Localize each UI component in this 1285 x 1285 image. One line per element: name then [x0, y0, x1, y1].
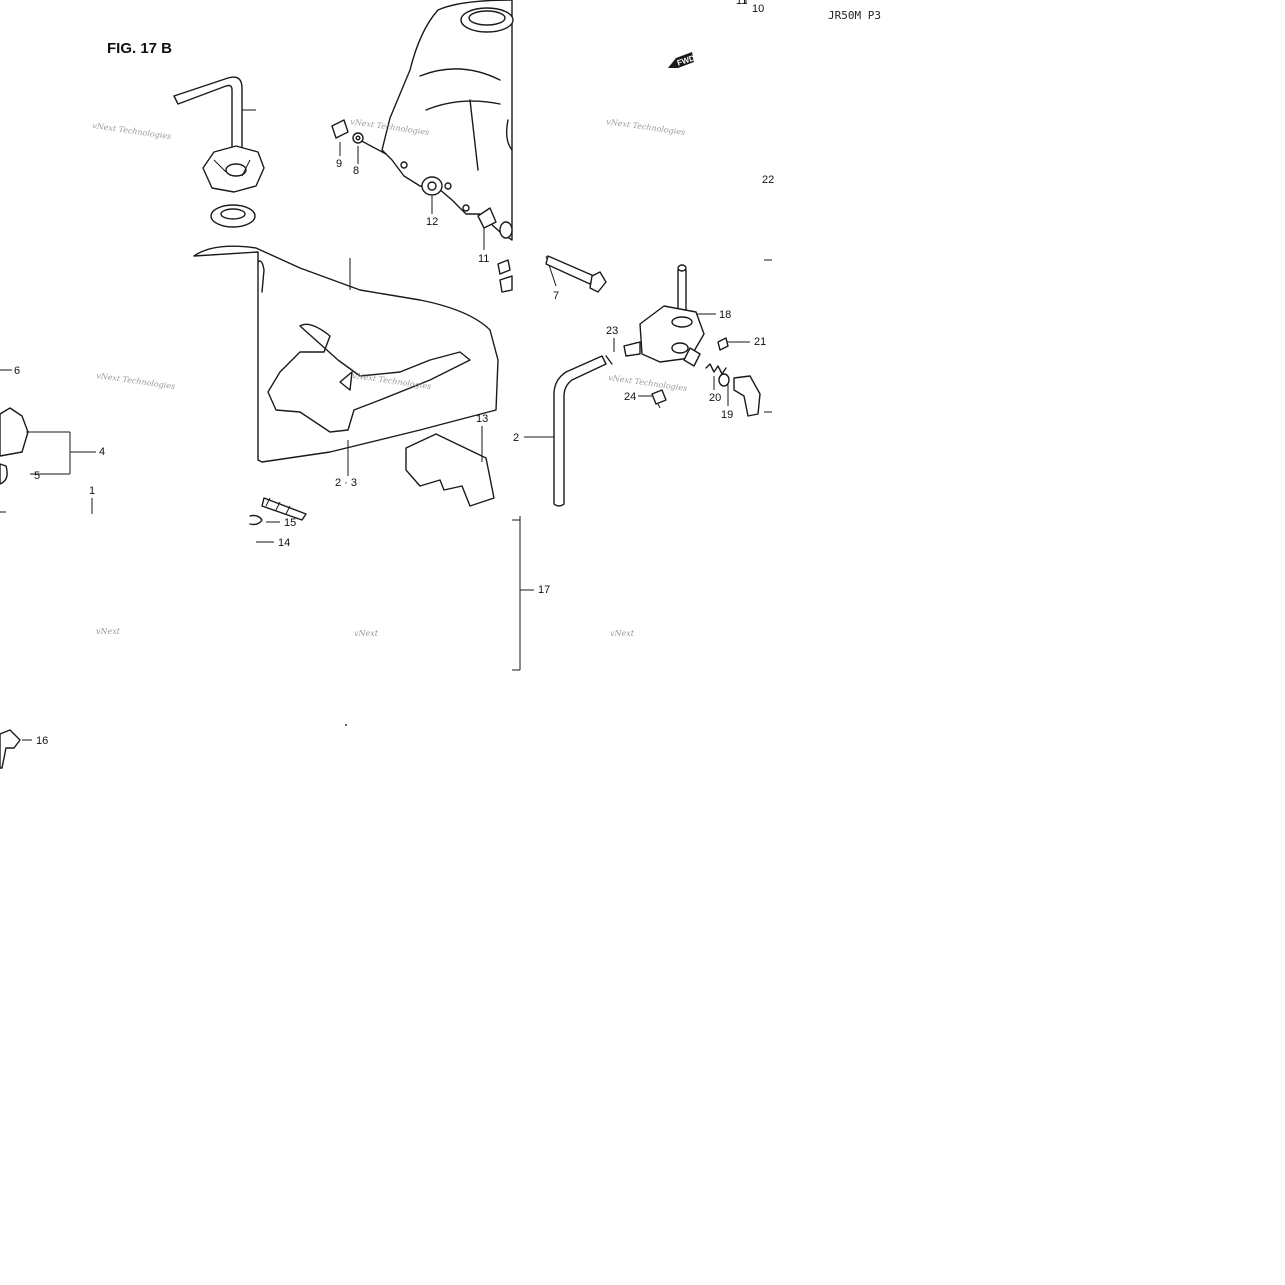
watermark-3: vNext Technologies — [606, 117, 686, 137]
callout-20: 20 — [709, 392, 721, 404]
watermark-8: vNext — [354, 629, 379, 638]
bolt-16-drawing — [0, 729, 21, 769]
watermark-6: vNext Technologies — [608, 373, 688, 393]
callout-19: 19 — [721, 409, 733, 421]
callout-11: 11 — [478, 253, 489, 265]
lever-19-drawing — [718, 373, 761, 417]
screw-21-drawing — [717, 337, 729, 351]
callout-23: 23 — [606, 325, 618, 337]
washer-8-drawing — [352, 132, 364, 144]
callout-5: 5 — [34, 470, 40, 482]
cap-assembly-drawing — [0, 407, 29, 513]
callout-2-3: 2 · 3 — [335, 477, 357, 489]
leader-lines — [0, 142, 772, 741]
breather-hose-drawing — [173, 76, 256, 151]
bolt-7-drawing — [545, 255, 607, 293]
watermark-1: vNext Technologies — [92, 121, 172, 141]
callout-8: 8 — [353, 165, 359, 177]
bolt-15-drawing — [261, 497, 307, 521]
fuel-hose-2-drawing — [553, 355, 607, 507]
callout-13: 13 — [476, 413, 488, 425]
fuel-tank-side-drawing — [193, 245, 499, 476]
clip-14-drawing — [249, 514, 263, 526]
callout-7: 7 — [553, 290, 559, 302]
fuel-cap-drawing — [202, 145, 265, 193]
callout-6: 6 — [14, 365, 20, 377]
cap-gasket-drawing — [210, 204, 256, 228]
callout-1: 1 — [89, 485, 95, 497]
watermark-7: vNext — [96, 627, 121, 636]
callout-16: 16 — [36, 735, 48, 747]
callout-11-top: 11 — [736, 0, 747, 7]
spring-20-drawing — [705, 363, 727, 375]
fwd-label: FWD — [676, 53, 696, 67]
callout-12: 12 — [426, 216, 438, 228]
callout-15: 15 — [284, 517, 296, 529]
callout-14: 14 — [278, 537, 290, 549]
callout-21: 21 — [754, 336, 766, 348]
callout-10: 10 — [752, 3, 764, 15]
callout-17: 17 — [538, 584, 550, 596]
fuel-cock-drawing — [605, 264, 705, 367]
callout-4: 4 — [99, 446, 105, 458]
watermark-4: vNext Technologies — [96, 371, 176, 391]
callout-9: 9 — [336, 158, 342, 170]
screw-24-drawing — [651, 389, 667, 409]
cushion-12-drawing — [421, 176, 443, 196]
fuel-tank-top-drawing — [381, 0, 514, 241]
fwd-arrow-icon: FWD — [668, 52, 696, 68]
callout-2: 2 — [513, 432, 519, 444]
mount-bracket-13-drawing — [405, 426, 495, 507]
model-code: JR50M P3 — [828, 9, 881, 22]
collar-11-drawing — [477, 207, 513, 293]
callout-24: 24 — [624, 391, 636, 403]
callout-18: 18 — [719, 309, 731, 321]
watermark-9: vNext — [610, 629, 635, 638]
figure-title: FIG. 17 B — [107, 40, 172, 57]
callout-22: 22 — [762, 174, 774, 186]
